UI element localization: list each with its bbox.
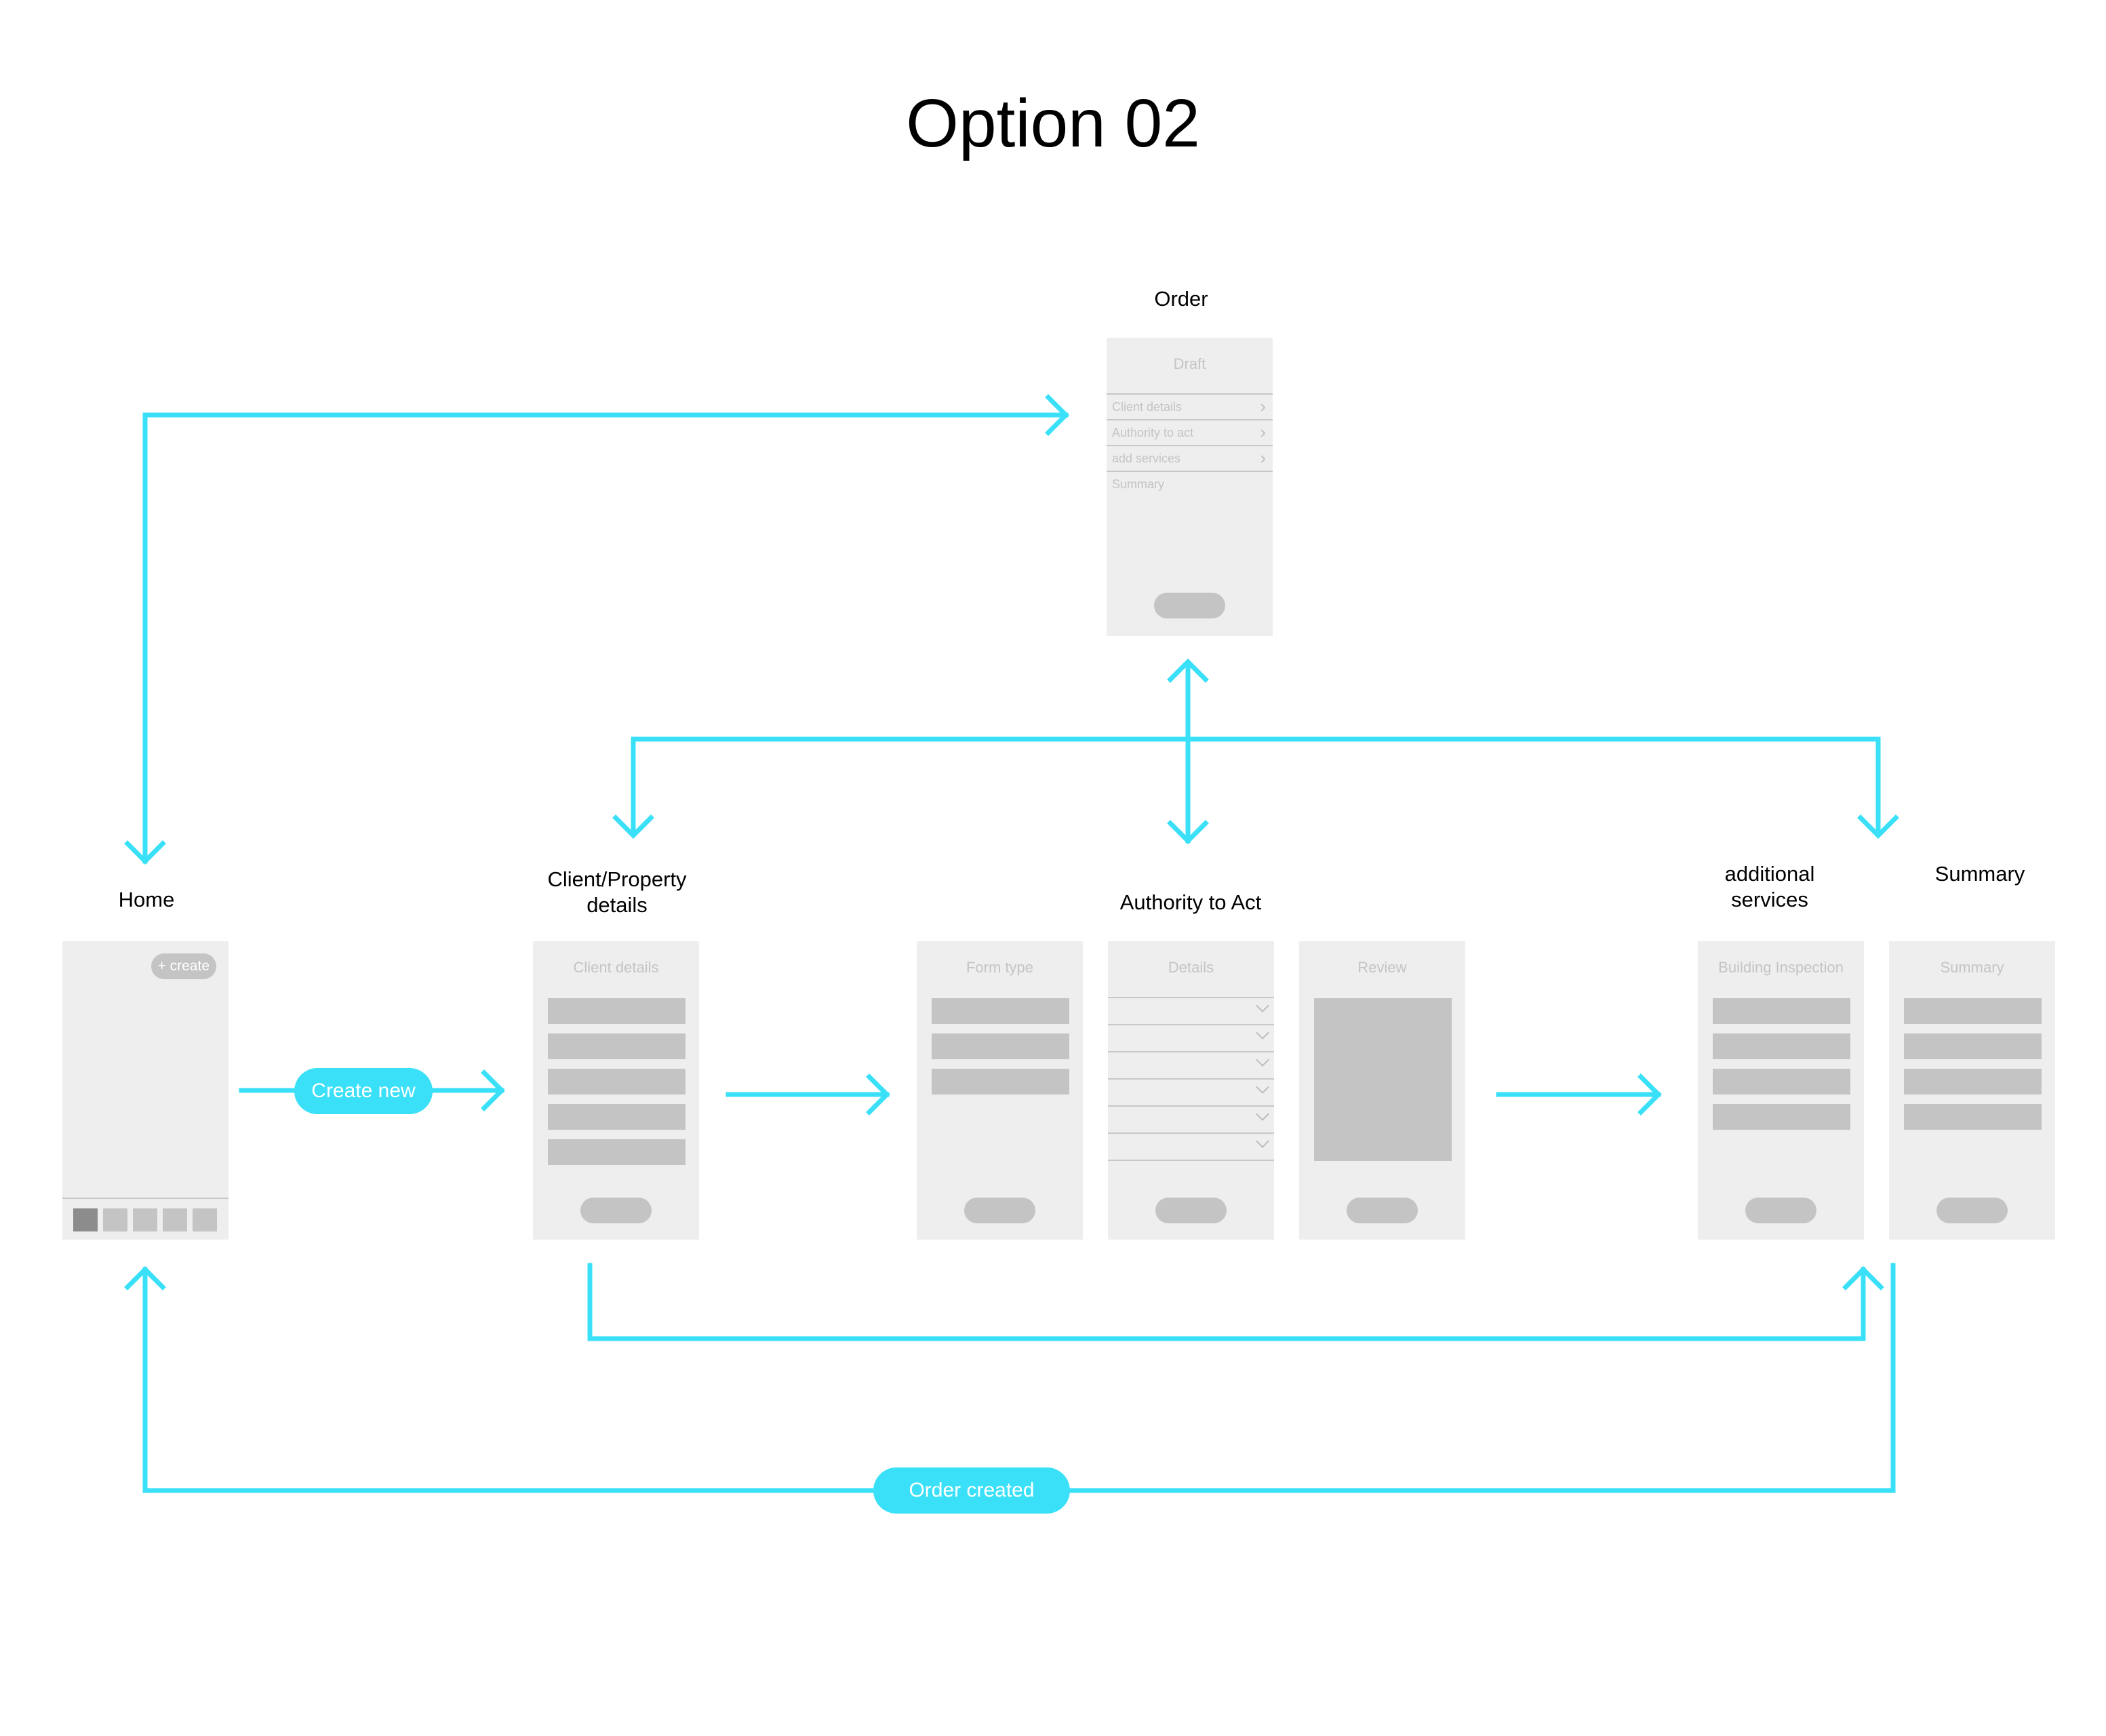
label-summary: Summary (1934, 862, 2025, 886)
order-created-pill[interactable]: Order created (873, 1467, 1070, 1514)
next-button[interactable] (964, 1198, 1035, 1223)
building-inspection-screen: Building Inspection (1698, 941, 1864, 1240)
screen-title: Form type (966, 959, 1034, 976)
chevron-right-icon: › (1260, 448, 1266, 468)
create-new-pill[interactable]: Create new (294, 1068, 433, 1114)
details-screen: Details (1108, 941, 1274, 1240)
order-row-authority[interactable]: Authority to act › (1107, 419, 1273, 445)
review-screen: Review (1299, 941, 1465, 1240)
screen-title: Summary (1940, 959, 2004, 976)
input-field[interactable] (548, 1069, 686, 1094)
order-row-summary[interactable]: Summary (1107, 471, 1273, 496)
order-action-button[interactable] (1154, 593, 1225, 618)
input-field[interactable] (548, 1033, 686, 1059)
summary-field (1904, 1033, 2042, 1059)
connector-client-additional (587, 1263, 1866, 1341)
home-screen: + create (62, 941, 229, 1240)
input-field[interactable] (548, 1104, 686, 1130)
tab-icon-active[interactable] (73, 1208, 98, 1231)
arrowhead-to-home (124, 840, 166, 865)
arrowhead-down-authority (1167, 820, 1209, 844)
service-field[interactable] (1713, 1069, 1850, 1094)
order-row-label: Summary (1112, 477, 1165, 491)
option-field[interactable] (932, 1069, 1069, 1094)
label-client-property-line1: Client/Property (547, 867, 687, 891)
label-client-property: Client/Property details (515, 867, 719, 918)
chevron-down-icon (1256, 1080, 1269, 1094)
chevron-down-icon (1256, 1107, 1269, 1121)
summary-field (1904, 1069, 2042, 1094)
create-button[interactable]: + create (151, 953, 216, 979)
dropdown-row[interactable] (1108, 1078, 1274, 1104)
chevron-down-icon (1256, 1053, 1269, 1067)
arrowhead-to-additional (1637, 1073, 1662, 1116)
home-tab-bar (62, 1198, 229, 1240)
chevron-right-icon: › (1260, 422, 1266, 442)
order-row-client-details[interactable]: Client details › (1107, 393, 1273, 419)
tab-icon[interactable] (133, 1208, 157, 1231)
divider (1108, 1160, 1274, 1161)
label-client-property-line2: details (587, 893, 648, 917)
tab-icon[interactable] (163, 1208, 187, 1231)
arrowhead-down-additional (1857, 814, 1899, 839)
tab-icon[interactable] (193, 1208, 217, 1231)
arrowhead-up-home (124, 1266, 166, 1290)
screen-title: Review (1357, 959, 1407, 976)
dropdown-row[interactable] (1108, 1024, 1274, 1050)
screen-title: Client details (573, 959, 659, 976)
dropdown-row[interactable] (1108, 1051, 1274, 1077)
label-additional-line2: services (1731, 888, 1808, 911)
screen-title: Building Inspection (1718, 959, 1844, 976)
connector-summary-home (142, 1263, 1896, 1493)
arrowhead-up-additional (1842, 1266, 1884, 1290)
label-authority-to-act: Authority to Act (1119, 890, 1262, 914)
service-field[interactable] (1713, 1033, 1850, 1059)
connector-distribution (631, 736, 1881, 837)
client-details-screen: Client details (533, 941, 699, 1240)
summary-screen: Summary (1889, 941, 2055, 1240)
chevron-down-icon (1256, 1135, 1269, 1148)
chevron-down-icon (1256, 1026, 1269, 1040)
order-screen-title: Draft (1173, 355, 1206, 372)
input-field[interactable] (548, 998, 686, 1024)
label-additional-services: additional services (1675, 861, 1865, 913)
arrowhead-up-order (1167, 658, 1209, 683)
order-row-label: Client details (1112, 400, 1183, 414)
arrowhead-to-formtype (866, 1073, 890, 1116)
dropdown-row[interactable] (1108, 997, 1274, 1023)
order-row-label: add services (1112, 452, 1181, 465)
dropdown-row[interactable] (1108, 1105, 1274, 1131)
connector-home-order (142, 412, 1069, 864)
label-order: Order (1154, 287, 1208, 311)
label-additional-line1: additional (1724, 862, 1815, 886)
next-button[interactable] (1155, 1198, 1227, 1223)
summary-field (1904, 1104, 2042, 1130)
order-row-add-services[interactable]: add services › (1107, 445, 1273, 471)
form-type-screen: Form type (917, 941, 1083, 1240)
submit-button[interactable] (1936, 1198, 2008, 1223)
label-home: Home (118, 888, 175, 911)
screen-title: Details (1168, 959, 1214, 976)
input-field[interactable] (548, 1139, 686, 1165)
service-field[interactable] (1713, 998, 1850, 1024)
chevron-down-icon (1256, 999, 1269, 1012)
arrowhead-down-client (612, 814, 654, 839)
order-row-label: Authority to act (1112, 426, 1194, 439)
option-field[interactable] (932, 1033, 1069, 1059)
next-button[interactable] (580, 1198, 652, 1223)
order-screen: Draft Client details › Authority to act … (1107, 338, 1273, 636)
summary-field (1904, 998, 2042, 1024)
page-title: Option 02 (906, 85, 1200, 161)
next-button[interactable] (1745, 1198, 1816, 1223)
dropdown-row[interactable] (1108, 1132, 1274, 1158)
arrowhead-to-order (1045, 394, 1069, 436)
service-field[interactable] (1713, 1104, 1850, 1130)
chevron-right-icon: › (1260, 396, 1266, 416)
tab-icon[interactable] (103, 1208, 127, 1231)
arrowhead-to-client (481, 1069, 505, 1111)
option-field[interactable] (932, 998, 1069, 1024)
review-preview-image (1314, 998, 1452, 1161)
next-button[interactable] (1347, 1198, 1418, 1223)
